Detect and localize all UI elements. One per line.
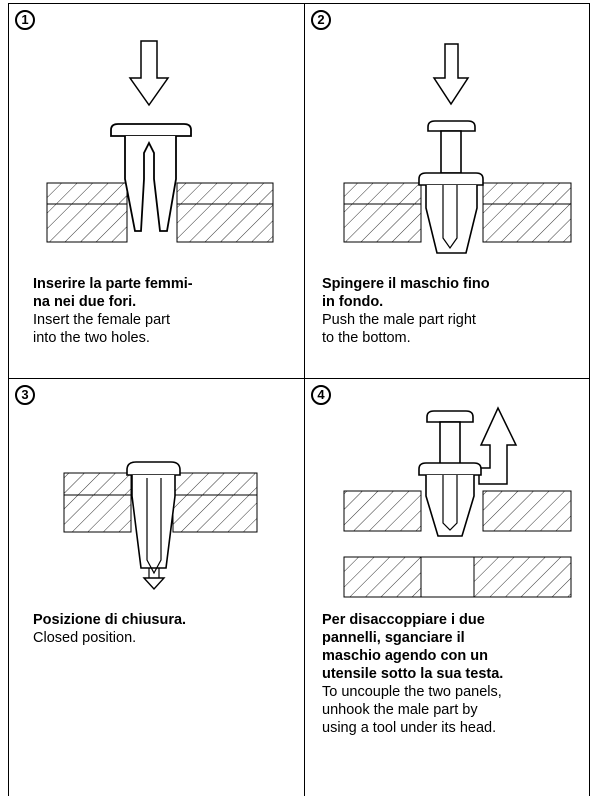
step-4-caption: Per disaccoppiare i due pannelli, sganci… <box>322 611 587 737</box>
step-2-cell: 2 Spingere il maschio fino in fondo. Pus… <box>304 3 590 378</box>
step-1-cell: 1 Inserire la parte femmi- na nei due fo… <box>8 3 304 378</box>
step-2-illustration <box>343 43 572 254</box>
step-1-illustration <box>46 40 274 243</box>
step-4-cell: 4 Per disaccoppiare i due p <box>304 378 590 796</box>
frame-center-line <box>304 3 305 796</box>
step-3-number: 3 <box>15 385 35 405</box>
step-3-caption-italian: Posizione di chiusura. <box>33 612 187 628</box>
step-4-caption-italian: Per disaccoppiare i due pannelli, sganci… <box>322 612 504 682</box>
grid-frame: 1 Inserire la parte femmi- na nei due fo… <box>8 3 590 796</box>
frame-right-line <box>589 3 590 796</box>
frame-top-line <box>8 3 590 4</box>
step-2-number: 2 <box>311 10 331 30</box>
step-2-caption-english: Push the male part right to the bottom. <box>322 312 476 346</box>
step-1-caption-italian: Inserire la parte femmi- na nei due fori… <box>33 276 193 310</box>
step-4-number: 4 <box>311 385 331 405</box>
step-1-caption-english: Insert the female part into the two hole… <box>33 312 171 346</box>
frame-left-line <box>8 3 9 796</box>
step-4-caption-english: To uncouple the two panels, unhook the m… <box>322 684 502 736</box>
step-3-cell: 3 Posizione di chiusura. Closed position… <box>8 378 304 796</box>
step-1-number: 1 <box>15 10 35 30</box>
step-2-caption: Spingere il maschio fino in fondo. Push … <box>322 275 584 347</box>
step-3-caption-english: Closed position. <box>33 630 137 646</box>
step-4-illustration <box>343 406 572 598</box>
step-3-illustration <box>63 461 258 591</box>
step-2-caption-italian: Spingere il maschio fino in fondo. <box>322 276 490 310</box>
step-3-caption: Posizione di chiusura. Closed position. <box>33 611 295 647</box>
frame-middle-line <box>8 378 590 379</box>
step-1-caption: Inserire la parte femmi- na nei due fori… <box>33 275 295 347</box>
